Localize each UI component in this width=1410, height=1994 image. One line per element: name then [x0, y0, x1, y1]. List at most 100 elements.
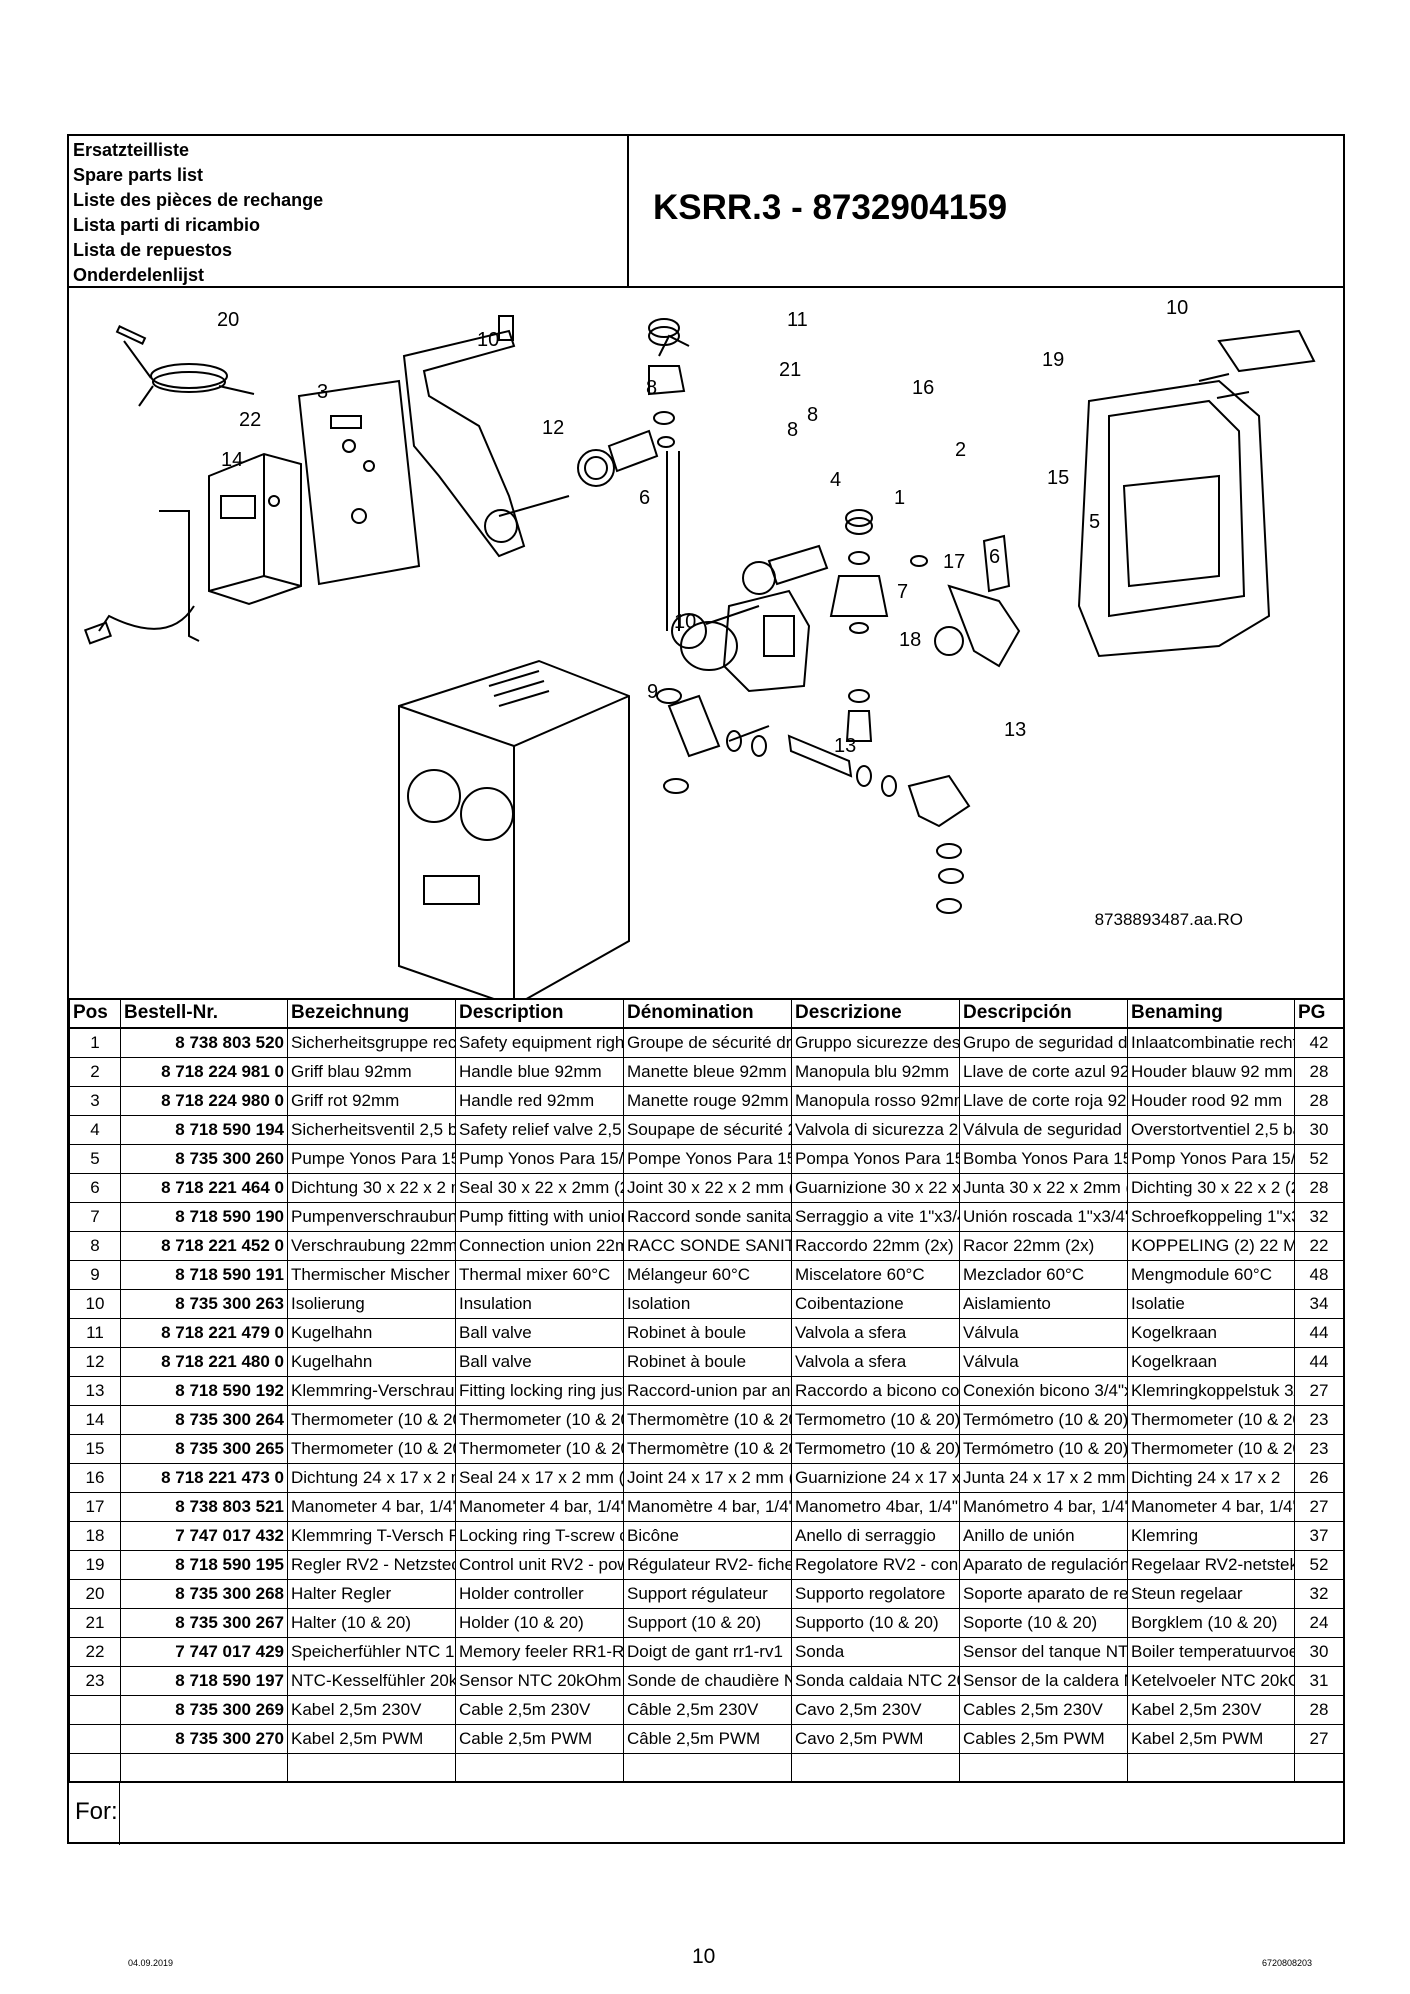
description-cell: Thermomètre (10 & 20) bleu [623, 1434, 792, 1464]
description-cell: Termómetro (10 & 20) azul [959, 1434, 1128, 1464]
description-cell: Cavo 2,5m PWM [791, 1724, 960, 1754]
pg-cell: 24 [1294, 1608, 1344, 1638]
description-cell: Valvola a sfera [791, 1347, 960, 1377]
pg-cell: 30 [1294, 1637, 1344, 1667]
description-cell: Thermometer (10 & 20) blau [287, 1434, 456, 1464]
thermometer-blue [671, 613, 707, 649]
column-header: Benaming [1127, 998, 1295, 1029]
description-cell: Thermometer (10 & 20) rood [1127, 1405, 1295, 1435]
product-title: KSRR.3 - 8732904159 [653, 188, 1008, 227]
order-number-cell: 8 735 300 270 [120, 1724, 288, 1754]
order-number-cell: 8 718 221 452 0 [120, 1231, 288, 1261]
description-cell: Anillo de unión [959, 1521, 1128, 1551]
callout-10b: 19 [1042, 349, 1064, 371]
page-number: 10 [692, 1945, 716, 1968]
manometer [934, 626, 964, 656]
pos-cell: 8 [69, 1231, 121, 1261]
vertical-pipe [666, 451, 680, 631]
description-cell: Halter Regler [287, 1579, 456, 1609]
description-cell: Supporto (10 & 20) [791, 1608, 960, 1638]
pos-cell: 15 [69, 1434, 121, 1464]
callout-17: 6 [989, 546, 1000, 568]
description-cell: Handle blue 92mm [455, 1057, 624, 1087]
description-cell: Valvola a sfera [791, 1318, 960, 1348]
pg-cell: 52 [1294, 1550, 1344, 1580]
description-cell [623, 1753, 792, 1783]
description-cell: Manometer 4 bar, 1/4" [1127, 1492, 1295, 1522]
description-cell: Racor 22mm (2x) [959, 1231, 1128, 1261]
pos-cell: 13 [69, 1376, 121, 1406]
title-fr: Liste des pièces de rechange [73, 190, 324, 210]
description-cell: Kabel 2,5m 230V [287, 1695, 456, 1725]
description-cell: Klemringkoppelstuk 3/4"x22 [1127, 1376, 1295, 1406]
sensor-cable-coil [150, 363, 228, 389]
pg-cell: 30 [1294, 1115, 1344, 1145]
description-cell: Isolation [623, 1289, 792, 1319]
description-cell: Raccordo a bicono con ogiva interna 3/4" [791, 1376, 960, 1406]
description-cell: Válvula [959, 1347, 1128, 1377]
connecting-pipe [728, 725, 853, 778]
pos-cell: 14 [69, 1405, 121, 1435]
description-cell: Valvola di sicurezza 2,5 bar DN15 [791, 1115, 960, 1145]
title-es: Lista de repuestos [73, 240, 233, 260]
description-cell: Conexión bicono 3/4"x22 [959, 1376, 1128, 1406]
description-cell: Manette bleue 92mm [623, 1057, 792, 1087]
pg-cell: 27 [1294, 1492, 1344, 1522]
description-cell: Dichting 24 x 17 x 2 [1127, 1463, 1295, 1493]
description-cell: Control unit RV2 - power plug [455, 1550, 624, 1580]
description-cell: Llave de corte azul 92mm [959, 1057, 1128, 1087]
description-cell: Borgklem (10 & 20) [1127, 1608, 1295, 1638]
pg-cell: 27 [1294, 1376, 1344, 1406]
title-en: Spare parts list [73, 165, 204, 185]
description-cell: Thermometer (10 & 20) blauw [1127, 1434, 1295, 1464]
callout-5: 17 [943, 551, 965, 573]
description-cell: Régulateur RV2- fiche secteur [623, 1550, 792, 1580]
description-cell: Thermometer (10 & 20) red [455, 1405, 624, 1435]
order-number-cell: 8 738 803 520 [120, 1027, 288, 1058]
description-cell: Manomètre 4 bar, 1/4" [623, 1492, 792, 1522]
description-cell: Speicherfühler NTC 10 K [287, 1637, 456, 1667]
description-cell: Soporte (10 & 20) [959, 1608, 1128, 1638]
description-cell: Pump Yonos Para 15/7 [455, 1144, 624, 1174]
description-cell: Pompa Yonos Para 15/7 [791, 1144, 960, 1174]
order-number-cell: 8 735 300 260 [120, 1144, 288, 1174]
description-cell: Support (10 & 20) [623, 1608, 792, 1638]
description-cell [1127, 1753, 1295, 1783]
description-cell: Ball valve [455, 1318, 624, 1348]
description-cell: Pompe Yonos Para 15/7 [623, 1144, 792, 1174]
control-panel-plate [297, 379, 421, 586]
pos-cell [69, 1753, 121, 1783]
column-header: Pos [69, 998, 121, 1029]
order-number-cell: 8 735 300 265 [120, 1434, 288, 1464]
order-number-cell: 7 747 017 432 [120, 1521, 288, 1551]
pg-cell: 32 [1294, 1579, 1344, 1609]
order-number-cell: 8 735 300 263 [120, 1289, 288, 1319]
description-cell: Sensor NTC 20kOhm with spring [455, 1666, 624, 1696]
callout-20: 10 [477, 329, 499, 351]
callout-13a: 13 [834, 735, 856, 757]
pos-cell: 1 [69, 1027, 121, 1058]
description-cell: Manometro 4bar, 1/4" [791, 1492, 960, 1522]
callout-6b: 7 [897, 581, 908, 603]
callout-21: 10 [1166, 297, 1188, 319]
pos-cell: 4 [69, 1115, 121, 1145]
description-cell: Sonda caldaia NTC 20kOhm [791, 1666, 960, 1696]
order-number-cell: 8 718 221 479 0 [120, 1318, 288, 1348]
pos-cell [69, 1695, 121, 1725]
description-cell: Câble 2,5m 230V [623, 1695, 792, 1725]
description-cell: Houder blauw 92 mm [1127, 1057, 1295, 1087]
callout-2: 4 [830, 469, 841, 491]
description-cell: Kabel 2,5m PWM [287, 1724, 456, 1754]
callout-7: 18 [899, 629, 921, 651]
holder-controller-bracket [402, 329, 526, 558]
